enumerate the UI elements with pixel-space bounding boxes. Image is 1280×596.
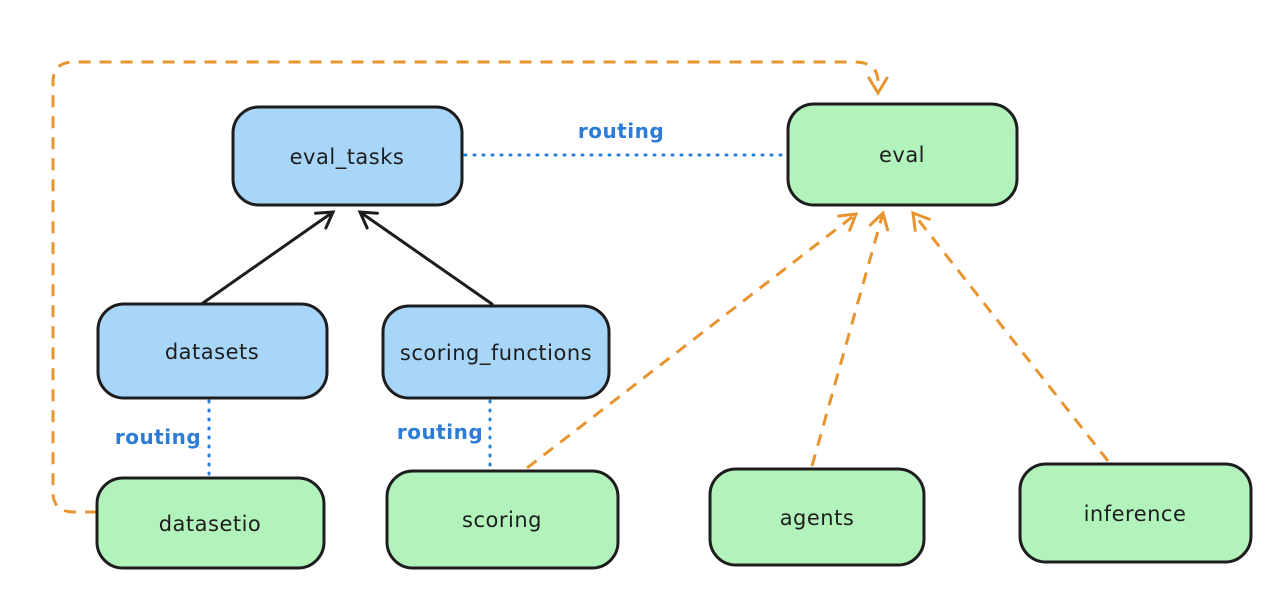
node-datasets-label: datasets	[165, 340, 259, 364]
node-eval: eval	[786, 102, 1019, 207]
node-scoring-functions: scoring_functions	[381, 304, 611, 400]
node-inference-box	[1018, 462, 1253, 564]
node-eval-label: eval	[879, 143, 925, 167]
edge-labels-layer: routing routing routing	[115, 119, 664, 449]
node-datasets-box	[96, 302, 329, 400]
edge-agents-to-eval	[810, 210, 890, 467]
edges-layer	[51, 60, 1110, 514]
nodes-layer: eval_tasks eval datasets scoring_functio…	[95, 102, 1253, 570]
node-scoring: scoring	[385, 469, 620, 570]
edge-scoring-functions-to-eval-tasks	[357, 210, 494, 306]
node-scoring-label: scoring	[462, 508, 542, 532]
routing-label-datasets-datasetio: routing	[115, 425, 201, 449]
routing-label-eval-tasks-eval: routing	[578, 119, 664, 143]
node-datasetio-box	[95, 476, 326, 570]
node-eval-tasks: eval_tasks	[231, 105, 464, 207]
node-datasetio-label: datasetio	[159, 512, 262, 536]
node-agents-label: agents	[780, 506, 855, 530]
node-scoring-box	[385, 469, 620, 570]
node-scoring-functions-label: scoring_functions	[400, 341, 592, 366]
node-eval-tasks-box	[231, 105, 464, 207]
edge-datasets-to-eval-tasks	[201, 210, 336, 305]
node-agents: agents	[708, 467, 926, 567]
node-datasetio: datasetio	[95, 476, 326, 570]
node-inference: inference	[1018, 462, 1253, 564]
node-eval-box	[786, 102, 1019, 207]
edge-scoring-to-eval	[526, 212, 859, 470]
node-agents-box	[708, 467, 926, 567]
node-scoring-functions-box	[381, 304, 611, 400]
edge-inference-to-eval	[911, 210, 1110, 462]
node-eval-tasks-label: eval_tasks	[290, 145, 405, 170]
node-inference-label: inference	[1084, 502, 1187, 526]
node-datasets: datasets	[96, 302, 329, 400]
routing-label-scoring-functions-scoring: routing	[397, 420, 483, 444]
